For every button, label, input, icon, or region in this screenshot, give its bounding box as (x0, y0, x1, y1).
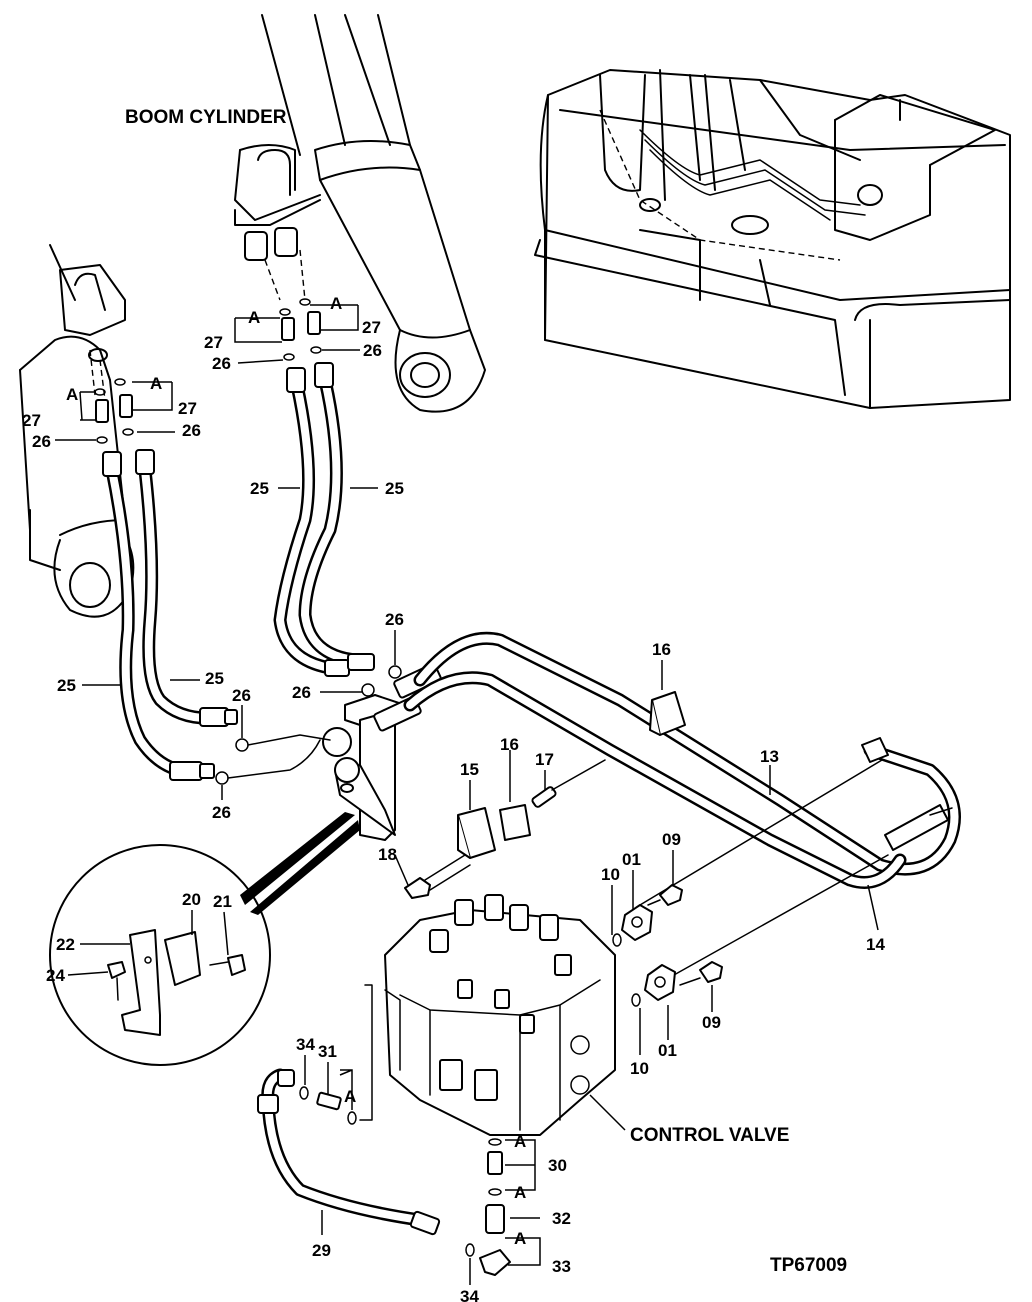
part-label-32: 32 (552, 1209, 571, 1228)
ref-label-a: A (248, 308, 260, 327)
part-label-16: 16 (652, 640, 671, 659)
pipe-junction-block (227, 663, 442, 841)
part-label-26: 26 (32, 432, 51, 451)
part-label-09: 09 (662, 830, 681, 849)
machine-upper-structure-illustration (534, 69, 1011, 409)
part-label-26: 26 (232, 686, 251, 705)
part-label-29: 29 (312, 1241, 331, 1260)
pipe-13-14 (403, 631, 961, 981)
part-label-21: 21 (213, 892, 232, 911)
part-label-26: 26 (212, 354, 231, 373)
part-label-27: 27 (204, 333, 223, 352)
part-label-01: 01 (622, 850, 641, 869)
control-valve-title: CONTROL VALVE (630, 1125, 789, 1146)
bracket-detail-inset (49, 812, 360, 1066)
control-valve-illustration (359, 894, 616, 1136)
part-label-17: 17 (535, 750, 554, 769)
part-label-15: 15 (460, 760, 479, 779)
hose-25-left-pair (102, 449, 238, 781)
part-label-34: 34 (460, 1287, 479, 1302)
part-label-26: 26 (363, 341, 382, 360)
part-label-26: 26 (385, 610, 404, 629)
part-label-22: 22 (56, 935, 75, 954)
part-label-27: 27 (362, 318, 381, 337)
part-label-34: 34 (296, 1035, 315, 1054)
part-label-31: 31 (318, 1042, 337, 1061)
part-label-13: 13 (760, 747, 779, 766)
ref-label-a: A (344, 1087, 356, 1106)
boom-cylinder-right-illustration (234, 14, 486, 413)
part-label-26: 26 (292, 683, 311, 702)
part-label-33: 33 (552, 1257, 571, 1276)
part-label-25: 25 (250, 479, 269, 498)
part-label-16: 16 (500, 735, 519, 754)
part-label-18: 18 (378, 845, 397, 864)
part-label-26: 26 (182, 421, 201, 440)
hose-29-and-fittings-30-34 (257, 1068, 511, 1276)
boom-cylinder-left-illustration (19, 244, 135, 618)
part-label-26: 26 (212, 803, 231, 822)
part-label-01: 01 (658, 1041, 677, 1060)
part-label-24: 24 (46, 966, 65, 985)
part-label-10: 10 (601, 865, 620, 884)
ref-label-a: A (514, 1183, 526, 1202)
figure-id: TP67009 (770, 1255, 847, 1276)
diagram-labels: BOOM CYLINDER CONTROL VALVE TP67009 A A … (22, 107, 885, 1302)
part-label-09: 09 (702, 1013, 721, 1032)
ref-label-a: A (514, 1132, 526, 1151)
ref-label-a: A (514, 1229, 526, 1248)
ref-label-a: A (330, 294, 342, 313)
part-label-27: 27 (178, 399, 197, 418)
part-label-10: 10 (630, 1059, 649, 1078)
boom-cylinder-title: BOOM CYLINDER (125, 107, 287, 128)
flanges-01-bolts-09-orings-10 (612, 884, 723, 1007)
leader-lines (55, 304, 879, 1285)
part-label-27: 27 (22, 411, 41, 430)
part-label-25: 25 (57, 676, 76, 695)
ref-label-a: A (66, 385, 78, 404)
ref-label-a: A (150, 374, 162, 393)
hose-25-right-pair (273, 362, 375, 677)
part-label-20: 20 (182, 890, 201, 909)
part-label-25: 25 (385, 479, 404, 498)
part-label-25: 25 (205, 669, 224, 688)
clamps-15-16-pin-17-bolt-18 (404, 691, 686, 899)
part-label-30: 30 (548, 1156, 567, 1175)
part-label-14: 14 (866, 935, 885, 954)
